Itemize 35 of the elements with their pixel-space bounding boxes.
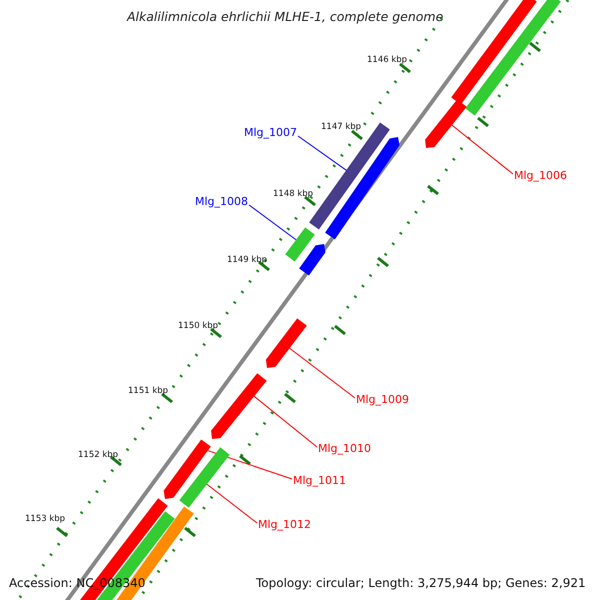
- gene-feature: [179, 447, 230, 508]
- position-label: 1151 kbp: [128, 387, 168, 396]
- gene-feature: [299, 244, 326, 276]
- gene-label: Mlg_1012: [258, 519, 312, 530]
- position-label: 1152 kbp: [78, 451, 118, 460]
- info-text: Accession: NC_008340: [9, 577, 146, 589]
- leader-line: [252, 395, 318, 448]
- gene-feature: [211, 373, 267, 439]
- gene-feature: [285, 227, 315, 262]
- gene-feature: [425, 99, 467, 148]
- leader-line: [450, 124, 514, 174]
- gene-feature: [266, 318, 307, 368]
- position-label: 1150 kbp: [178, 322, 218, 330]
- gene-feature: [451, 0, 537, 105]
- leader-line: [206, 483, 258, 524]
- gene-label: Mlg_1009: [356, 394, 410, 405]
- gene-label: Mlg_1007: [244, 127, 298, 138]
- leader-line: [288, 347, 356, 398]
- leader-line: [206, 450, 292, 480]
- gene-feature: [465, 0, 561, 116]
- leader-line: [248, 204, 298, 241]
- position-label: 1146 kbp: [367, 56, 408, 64]
- position-label: 1153 kbp: [25, 515, 66, 524]
- gene-label: Mlg_1006: [514, 170, 568, 181]
- position-label: 1148 kbp: [273, 190, 314, 198]
- position-label: 1149 kbp: [227, 256, 268, 264]
- gene-feature: [164, 440, 211, 499]
- gene-label: Mlg_1008: [195, 196, 248, 207]
- gene-label: Mlg_1010: [318, 443, 372, 454]
- gene-feature: [325, 137, 400, 240]
- diagram-title: Alkalilimnicola ehrlichii MLHE-1, complete genome: [127, 11, 444, 24]
- info-text: Topology: circular; Length: 3,275,944 bp; Genes: 2,921: [256, 577, 586, 589]
- position-label: 1147 kbp: [321, 123, 362, 132]
- leader-line: [298, 136, 348, 172]
- gene-label: Mlg_1011: [293, 475, 346, 486]
